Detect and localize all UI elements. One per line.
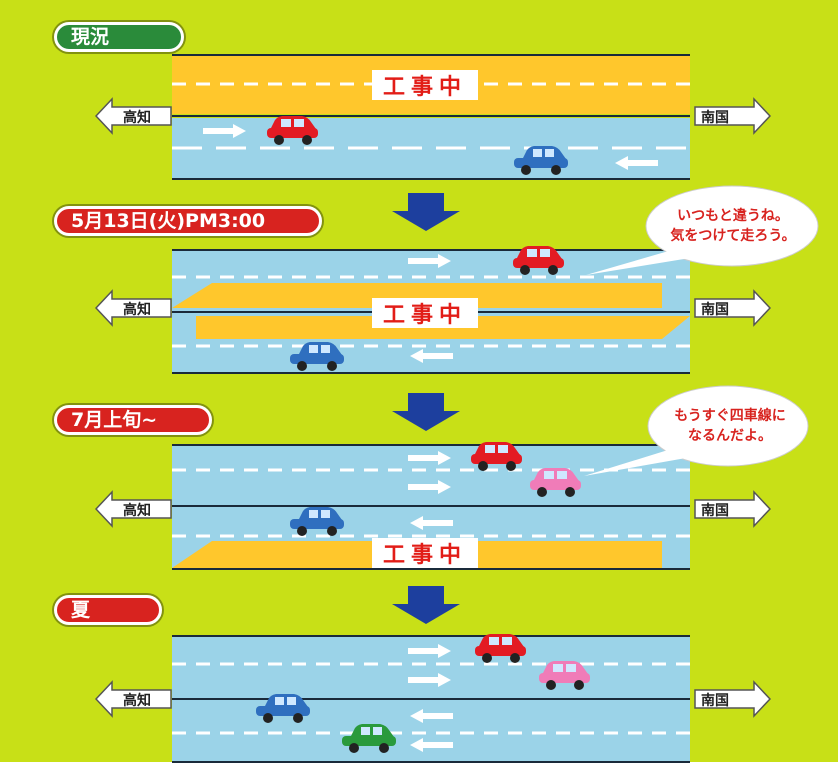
left-arrow-icon bbox=[95, 680, 172, 718]
city-arrow-right-3: 南国 bbox=[693, 490, 771, 528]
arrow-right-icon bbox=[408, 673, 451, 687]
down-arrow-icon bbox=[392, 193, 460, 231]
bottom-strip bbox=[0, 762, 838, 770]
construction-text: 工事中 bbox=[383, 542, 467, 568]
phase-label-summer: 夏 bbox=[54, 595, 162, 625]
construction-zone bbox=[172, 283, 662, 308]
right-arrow-icon bbox=[694, 680, 771, 718]
car-blue bbox=[514, 146, 568, 175]
phase-label-current: 現況 bbox=[54, 22, 184, 52]
arrow-right-icon bbox=[203, 124, 246, 138]
city-arrow-right-4: 南国 bbox=[693, 680, 771, 718]
bubble-line: 気をつけて走ろう。 bbox=[670, 228, 796, 244]
arrow-left-icon bbox=[410, 738, 453, 752]
car-green bbox=[342, 724, 396, 753]
city-arrow-left-1: 高知 bbox=[95, 97, 173, 135]
construction-label-3: 工事中 bbox=[372, 538, 478, 568]
bubble-line: もうすぐ四車線に bbox=[674, 408, 786, 424]
city-arrow-left-4: 高知 bbox=[95, 680, 173, 718]
down-arrow-icon bbox=[392, 393, 460, 431]
city-name-kochi: 高知 bbox=[123, 693, 151, 709]
city-arrow-left-2: 高知 bbox=[95, 289, 173, 327]
city-arrow-right-2: 南国 bbox=[693, 289, 771, 327]
city-name-nankoku: 南国 bbox=[701, 693, 729, 709]
left-arrow-icon bbox=[95, 490, 172, 528]
phase-label-may13: 5月13日(火)PM3:00 bbox=[54, 206, 322, 236]
city-name-nankoku: 南国 bbox=[701, 302, 729, 318]
phase-label-early-july: 7月上旬~ bbox=[54, 405, 212, 435]
car-red bbox=[513, 246, 564, 275]
arrow-left-icon bbox=[410, 709, 453, 723]
speech-bubble-text-1: いつもと違うね。 気をつけて走ろう。 bbox=[650, 206, 816, 246]
bubble-line: いつもと違うね。 bbox=[677, 208, 789, 224]
arrow-right-icon bbox=[408, 254, 451, 268]
arrow-right-icon bbox=[408, 451, 451, 465]
construction-text: 工事中 bbox=[383, 74, 467, 100]
right-arrow-icon bbox=[694, 490, 771, 528]
car-pink bbox=[530, 468, 581, 497]
car-pink bbox=[539, 661, 590, 690]
arrow-left-icon bbox=[410, 516, 453, 530]
car-red bbox=[267, 116, 318, 145]
right-arrow-icon bbox=[694, 97, 771, 135]
car-blue bbox=[290, 507, 344, 536]
arrow-left-icon bbox=[615, 156, 658, 170]
car-red bbox=[471, 442, 522, 471]
flow-arrows bbox=[392, 193, 460, 624]
left-arrow-icon bbox=[95, 289, 172, 327]
arrow-right-icon bbox=[408, 480, 451, 494]
lane-arrows bbox=[203, 124, 658, 752]
construction-text: 工事中 bbox=[383, 302, 467, 328]
speech-bubble-2 bbox=[584, 385, 809, 476]
city-name-kochi: 高知 bbox=[123, 302, 151, 318]
down-arrow-icon bbox=[392, 586, 460, 624]
city-name-nankoku: 南国 bbox=[701, 110, 729, 126]
left-arrow-icon bbox=[95, 97, 172, 135]
right-arrow-icon bbox=[694, 289, 771, 327]
car-blue bbox=[290, 342, 344, 371]
car-red bbox=[475, 634, 526, 663]
bubble-line: なるんだよ。 bbox=[688, 428, 772, 444]
construction-label-2: 工事中 bbox=[372, 298, 478, 328]
car-blue bbox=[256, 694, 310, 723]
city-name-nankoku: 南国 bbox=[701, 503, 729, 519]
city-arrow-right-1: 南国 bbox=[693, 97, 771, 135]
panel-summer bbox=[172, 635, 690, 763]
city-arrow-left-3: 高知 bbox=[95, 490, 173, 528]
construction-label-1: 工事中 bbox=[372, 70, 478, 100]
city-name-kochi: 高知 bbox=[123, 503, 151, 519]
arrow-left-icon bbox=[410, 349, 453, 363]
speech-bubble-1 bbox=[586, 185, 819, 275]
city-name-kochi: 高知 bbox=[123, 110, 151, 126]
arrow-right-icon bbox=[408, 644, 451, 658]
road-lanes bbox=[172, 118, 690, 178]
speech-bubble-text-2: もうすぐ四車線に なるんだよ。 bbox=[652, 406, 808, 446]
